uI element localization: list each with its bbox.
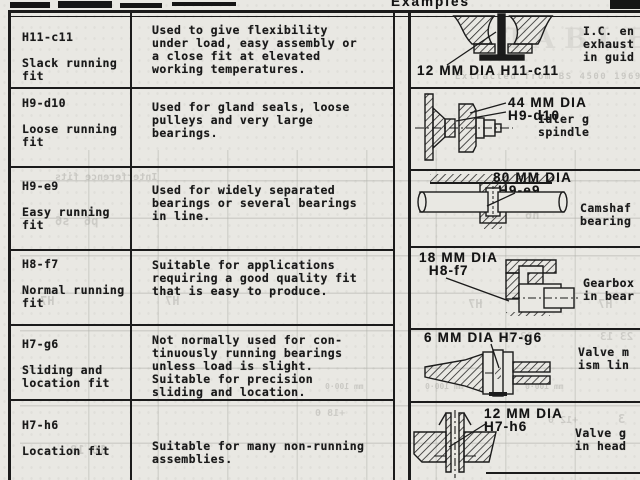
- fit-name-cell: H8-f7 Normal running fit: [22, 257, 125, 310]
- diagram-gearbox-bearing: [505, 259, 578, 316]
- table-border: [393, 13, 395, 480]
- diagram-dimension-label: 12 MM DIA H11-c11: [417, 63, 560, 78]
- application-cell: I.C. en exhaust in guid: [583, 24, 635, 64]
- table-border: [130, 13, 132, 480]
- application-cell: Valve m ism lin: [578, 345, 630, 372]
- table-border: [8, 16, 640, 17]
- diagram-valve-mechanism-link: [424, 349, 551, 397]
- table-border: [408, 87, 640, 89]
- scan-mark: [10, 2, 50, 8]
- fit-name-cell: H7-g6 Sliding and location fit: [22, 337, 110, 390]
- diagram-valve-guide: [413, 410, 497, 478]
- fit-description-cell: Used for widely separated bearings or se…: [152, 183, 358, 223]
- table-border: [408, 169, 640, 171]
- table-border: [8, 324, 395, 326]
- table-border: [8, 87, 395, 89]
- table-border: [8, 166, 395, 168]
- fit-description-cell: Suitable for many non-running assemblies…: [152, 439, 365, 466]
- diagram-dimension-label: 6 MM DIA H7-g6: [424, 330, 543, 345]
- diagram-dimension-label: 18 MM DIA H8-f7: [419, 250, 499, 278]
- ghost-text: +18 0: [315, 408, 346, 419]
- application-cell: Camshaf bearing: [580, 201, 632, 228]
- table-border: [8, 399, 395, 401]
- fit-description-cell: Used for gland seals, loose pulleys and …: [152, 100, 350, 140]
- table-border: [408, 401, 640, 403]
- ghost-text: 23 13: [600, 330, 634, 343]
- fit-description-cell: Not normally used for con- tinuously run…: [152, 333, 343, 399]
- scan-mark: [58, 1, 112, 8]
- fit-name-cell: H9-e9 Easy running fit: [22, 179, 110, 232]
- diagram-idler-gear: [415, 93, 513, 161]
- table-border: [408, 246, 640, 248]
- diagram-dimension-label: 44 MM DIA H9-d10: [508, 95, 588, 123]
- scan-mark: [120, 3, 162, 8]
- table-border: [8, 10, 11, 480]
- table-border: [408, 10, 411, 480]
- scan-mark: [610, 0, 640, 9]
- table-border: [408, 328, 640, 330]
- fit-name-cell: H11-c11 Slack running fit: [22, 30, 118, 83]
- application-cell: Gearbox in bear: [583, 276, 635, 303]
- scan-mark: [172, 2, 236, 6]
- diagram-dimension-label: 12 MM DIA H7-h6: [484, 406, 564, 434]
- diagram-camshaft-bearing: [417, 174, 568, 229]
- diagram-valve-in-guide: [452, 13, 554, 61]
- fit-name-cell: H7-h6 Location fit: [22, 418, 110, 458]
- ghost-text: 3: [618, 412, 626, 426]
- application-cell: Idler g spindle: [538, 112, 590, 139]
- fit-name-cell: H9-d10 Loose running fit: [22, 96, 118, 149]
- fit-description-cell: Used to give flexibility under load, eas…: [152, 23, 358, 76]
- application-cell: Valve g in head: [575, 426, 627, 453]
- table-border: [8, 10, 640, 13]
- ghost-text: H7: [468, 297, 483, 311]
- fit-description-cell: Suitable for applications requiring a go…: [152, 258, 358, 298]
- examples-column-header: Examples: [391, 0, 471, 9]
- table-border: [8, 249, 395, 251]
- table-border: [486, 472, 640, 474]
